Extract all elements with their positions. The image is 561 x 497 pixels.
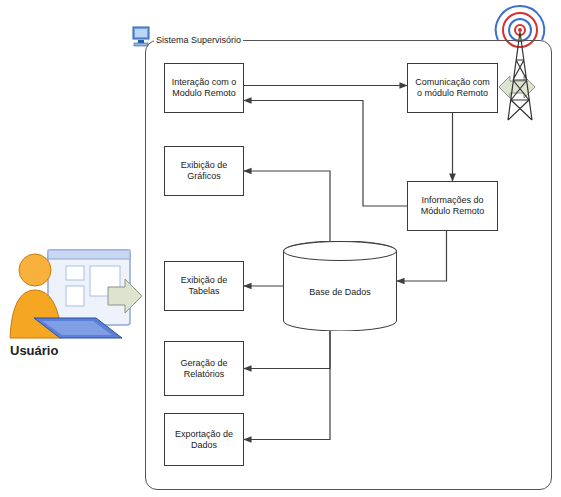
database-cylinder: Base de Dados — [283, 241, 397, 331]
flow-arrow — [397, 231, 447, 281]
flow-arrow — [244, 101, 407, 207]
node-label: Geração de Relatórios — [170, 358, 238, 380]
computer-icon — [133, 27, 149, 46]
process-box: Exibição de Gráficos — [164, 146, 244, 196]
flow-arrow — [244, 330, 330, 440]
double-block-arrow — [499, 76, 535, 98]
flow-arrow — [244, 85, 407, 86]
actor-label: Usuário — [10, 343, 58, 358]
system-boundary: Sistema SupervisórioInteração com o Modu… — [145, 40, 552, 490]
flow-arrow — [452, 113, 453, 181]
process-box: Exibição de Tabelas — [164, 261, 244, 311]
process-box: Informações do Módulo Remoto — [407, 181, 498, 231]
node-label: Informações do Módulo Remoto — [413, 195, 492, 217]
antenna-tower — [496, 6, 544, 120]
node-label: Exibição de Tabelas — [170, 275, 238, 297]
cylinder-outline — [283, 241, 397, 331]
flow-arrow — [244, 285, 283, 286]
process-box: Interação com o Modulo Remoto — [164, 63, 244, 113]
block-arrow — [108, 279, 142, 313]
node-label: Base de Dados — [309, 287, 371, 298]
node-label: Comunicação com o módulo Remoto — [413, 77, 492, 99]
node-label: Exibição de Gráficos — [170, 160, 238, 182]
flow-arrow — [244, 171, 330, 242]
node-label: Interação com o Modulo Remoto — [170, 77, 238, 99]
process-box: Geração de Relatórios — [164, 341, 244, 396]
process-box: Exportação de Dados — [164, 413, 244, 466]
flow-arrow — [244, 330, 330, 369]
process-box: Comunicação com o módulo Remoto — [407, 63, 498, 113]
group-title: Sistema Supervisório — [154, 35, 243, 46]
node-label: Exportação de Dados — [170, 429, 238, 451]
